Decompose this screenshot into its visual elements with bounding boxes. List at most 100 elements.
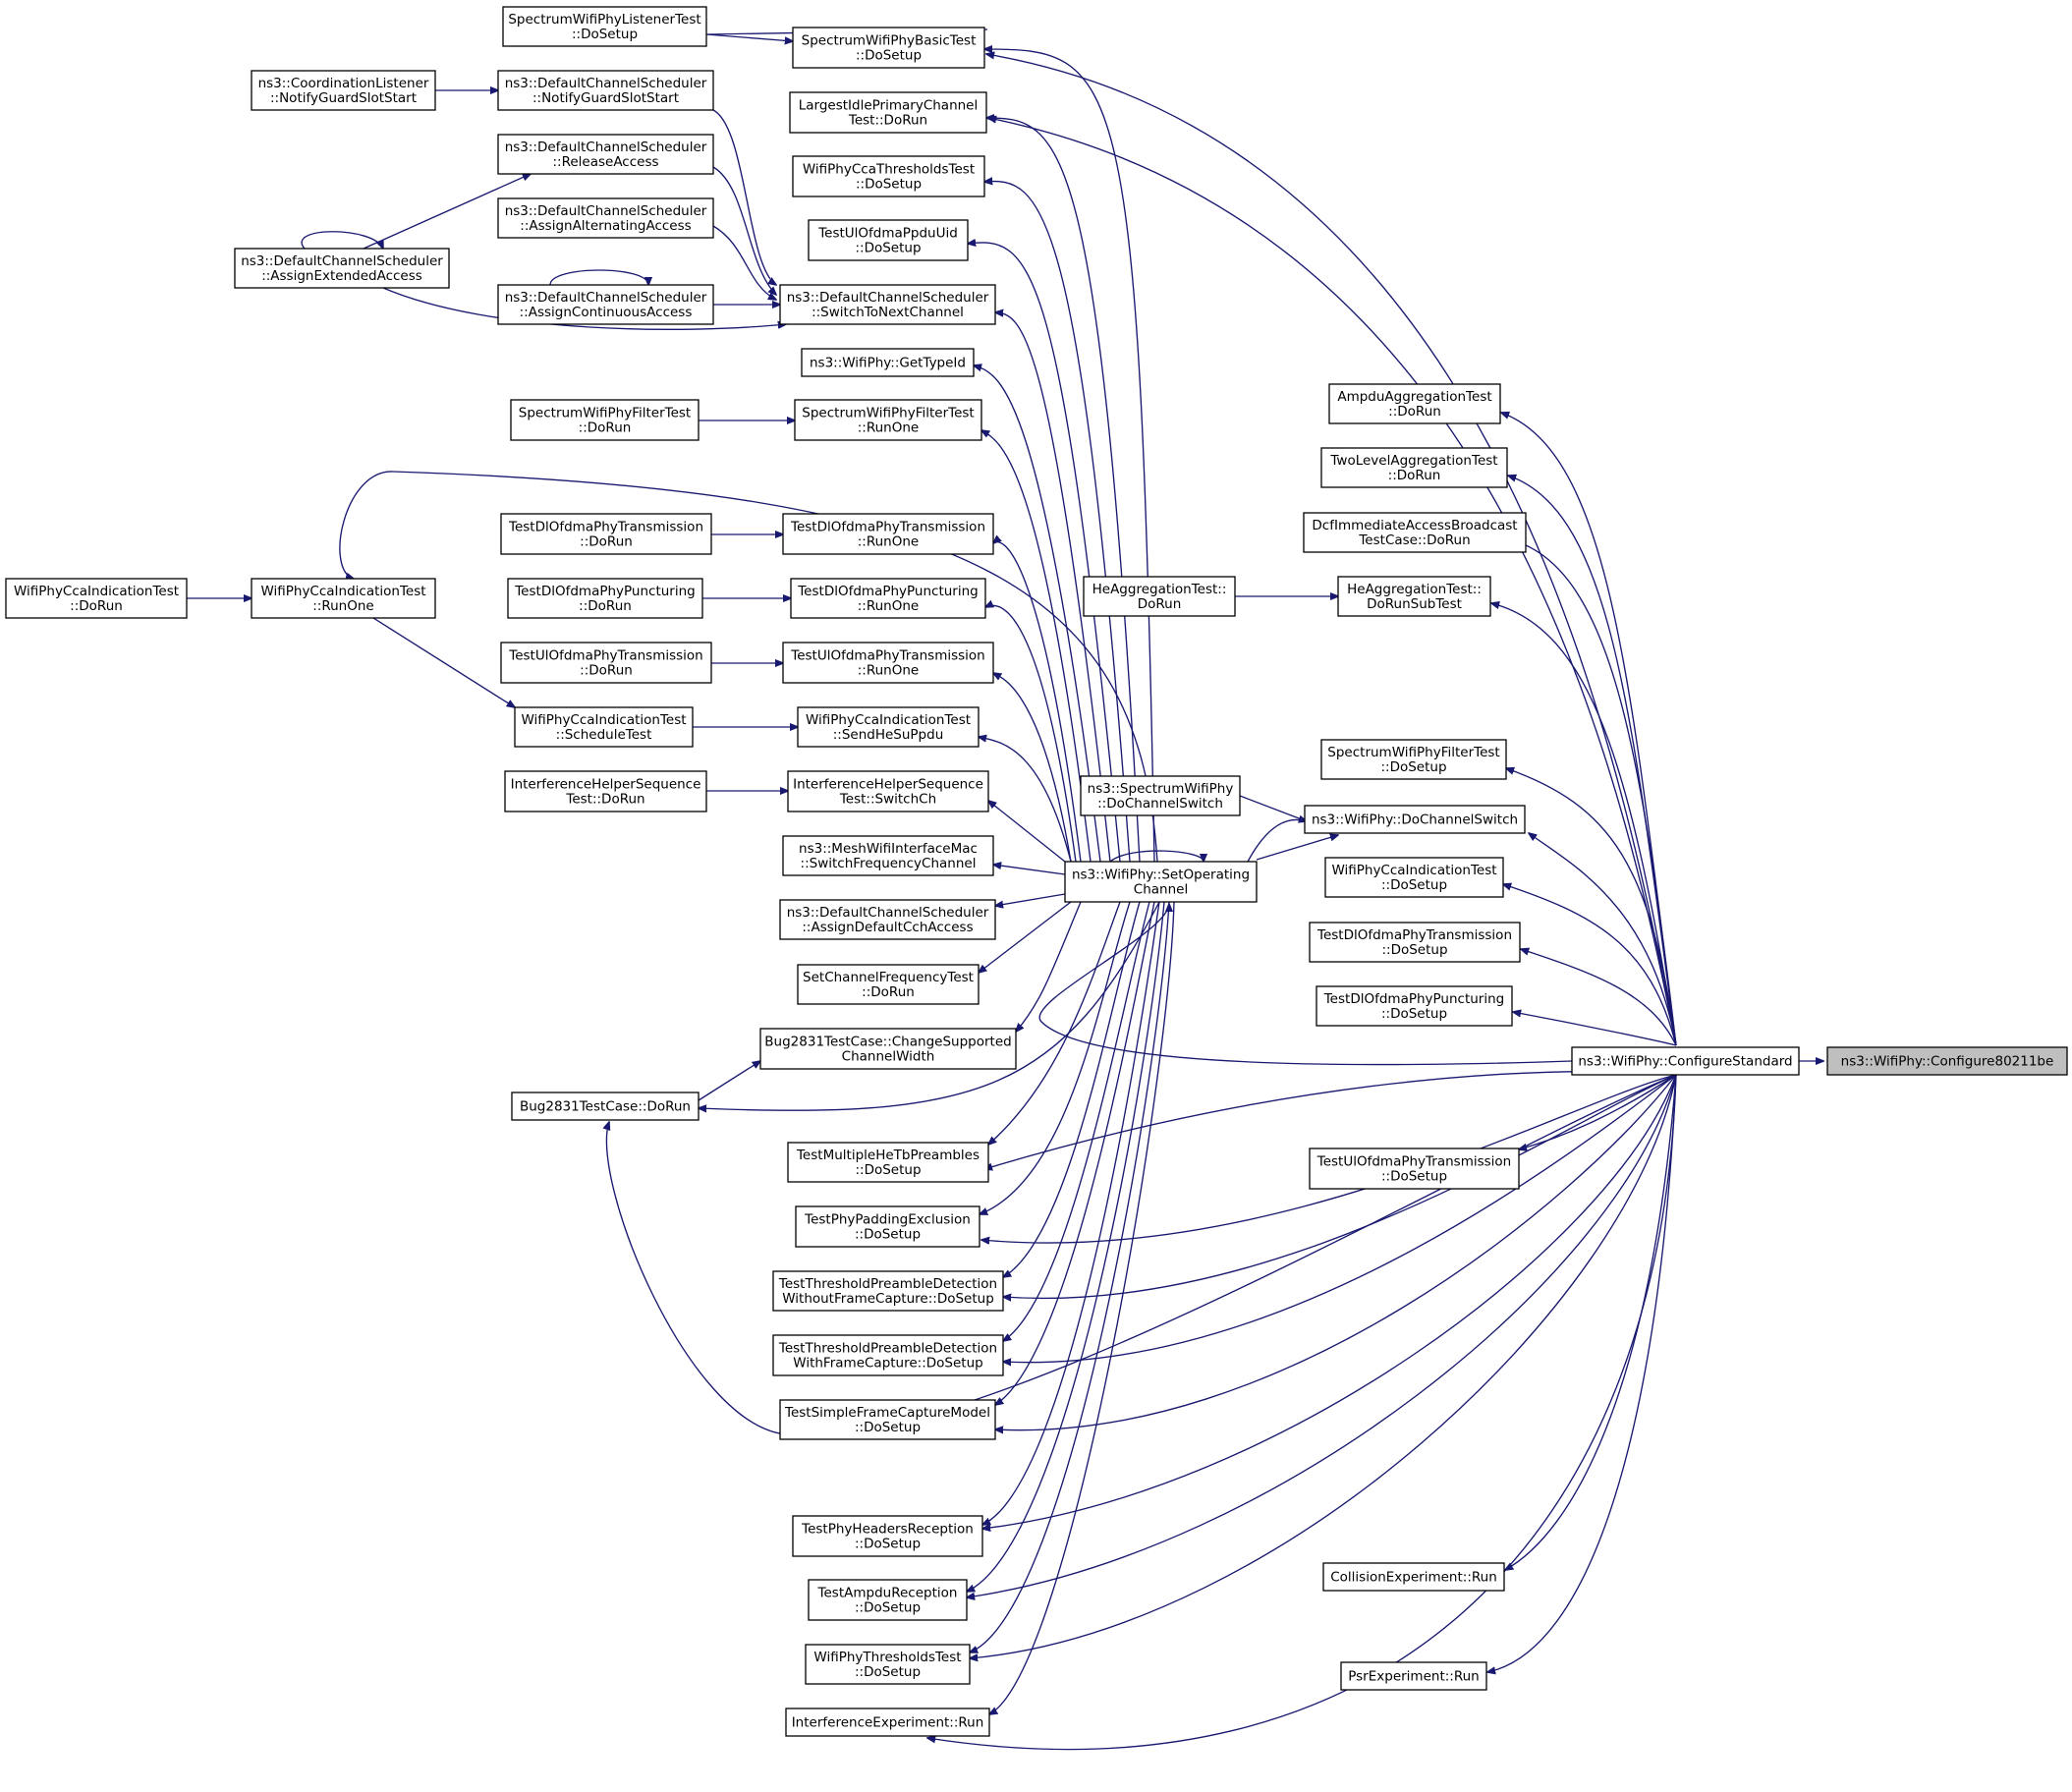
node-box (1083, 576, 1236, 617)
root-function-node[interactable]: ns3::WifiPhy::Configure80211be (1826, 1046, 2068, 1076)
function-node[interactable]: InterferenceExperiment::Run (785, 1708, 990, 1737)
function-node[interactable]: TestPhyPaddingExclusion::DoSetup (795, 1205, 980, 1248)
function-node[interactable]: HeAggregationTest::DoRunSubTest (1337, 576, 1491, 617)
function-node[interactable]: DcfImmediateAccessBroadcastTestCase::DoR… (1303, 512, 1527, 553)
node-box (782, 642, 994, 684)
function-node[interactable]: ns3::WifiPhy::ConfigureStandard (1571, 1046, 1800, 1076)
function-node[interactable]: WifiPhyThresholdsTest::DoSetup (805, 1644, 971, 1685)
call-edge (1503, 884, 1677, 1046)
function-node[interactable]: ns3::SpectrumWifiPhy::DoChannelSwitch (1080, 775, 1241, 816)
call-edge (1003, 901, 1150, 1341)
call-edge (699, 901, 1160, 1110)
call-edge (382, 287, 786, 330)
function-node[interactable]: ns3::DefaultChannelScheduler::NotifyGuar… (497, 70, 714, 111)
function-node[interactable]: Bug2831TestCase::DoRun (511, 1092, 700, 1121)
node-label: InterferenceHelperSequence (511, 777, 701, 793)
edge-line (1003, 1074, 1677, 1363)
function-node[interactable]: ns3::DefaultChannelScheduler::ReleaseAcc… (497, 134, 714, 175)
function-node[interactable]: HeAggregationTest::DoRun (1083, 576, 1236, 617)
node-box (497, 134, 714, 175)
edge-line (1003, 901, 1150, 1341)
function-node[interactable]: SpectrumWifiPhyListenerTest::DoSetup (502, 6, 707, 47)
function-node[interactable]: AmpduAggregationTest::DoRun (1328, 383, 1501, 424)
node-label: DoRunSubTest (1367, 596, 1462, 612)
edge-line (382, 287, 786, 330)
function-node[interactable]: TestDlOfdmaPhyTransmission::DoSetup (1309, 922, 1521, 963)
function-node[interactable]: WifiPhyCcaIndicationTest::SendHeSuPpdu (797, 706, 980, 748)
function-node[interactable]: TestDlOfdmaPhyTransmission::DoRun (500, 513, 712, 555)
function-node[interactable]: SpectrumWifiPhyFilterTest::DoSetup (1320, 739, 1507, 780)
node-label: ::AssignContinuousAccess (520, 305, 693, 320)
function-node[interactable]: ns3::MeshWifiInterfaceMac::SwitchFrequen… (782, 835, 994, 876)
node-label: SpectrumWifiPhyFilterTest (519, 406, 691, 421)
call-edge (927, 1074, 1677, 1751)
function-node[interactable]: TestThresholdPreambleDetectionWithFrameC… (772, 1334, 1004, 1376)
function-node[interactable]: ns3::WifiPhy::GetTypeId (801, 348, 975, 377)
function-node[interactable]: TestPhyHeadersReception::DoSetup (792, 1515, 983, 1557)
function-node[interactable]: TestUlOfdmaPpduUid::DoSetup (808, 219, 969, 261)
node-label: SetChannelFrequencyTest (803, 970, 974, 985)
call-edge (1521, 949, 1677, 1046)
node-box (511, 1092, 700, 1121)
node-label: AmpduAggregationTest (1337, 389, 1491, 405)
function-node[interactable]: ns3::WifiPhy::DoChannelSwitch (1304, 805, 1526, 834)
function-node[interactable]: WifiPhyCcaIndicationTest::DoSetup (1324, 857, 1504, 898)
function-node[interactable]: WifiPhyCcaIndicationTest::ScheduleTest (514, 706, 694, 748)
function-node[interactable]: ns3::DefaultChannelScheduler::AssignDefa… (779, 899, 996, 940)
node-box (792, 1515, 983, 1557)
function-node[interactable]: TestUlOfdmaPhyTransmission::DoRun (500, 642, 712, 684)
node-box (1304, 805, 1526, 834)
function-node[interactable]: ns3::DefaultChannelScheduler::AssignExte… (234, 248, 450, 289)
function-node[interactable]: WifiPhyCcaThresholdsTest::DoSetup (792, 155, 985, 197)
function-node[interactable]: TwoLevelAggregationTest::DoRun (1320, 447, 1508, 488)
node-label: WifiPhyCcaIndicationTest (260, 584, 425, 599)
edge-line (363, 174, 531, 250)
node-label: ::DoChannelSwitch (1097, 796, 1223, 812)
call-edge (970, 901, 1170, 1652)
function-node[interactable]: WifiPhyCcaIndicationTest::RunOne (251, 578, 436, 619)
function-node[interactable]: TestDlOfdmaPhyPuncturing::RunOne (790, 578, 986, 619)
function-node[interactable]: CollisionExperiment::Run (1322, 1562, 1505, 1592)
edge-line (970, 901, 1170, 1652)
function-node[interactable]: SpectrumWifiPhyFilterTest::RunOne (794, 399, 982, 441)
node-label: ns3::DefaultChannelScheduler (787, 290, 989, 306)
node-label: ::AssignDefaultCchAccess (802, 920, 973, 935)
node-label: TestUlOfdmaPhyTransmission (1316, 1154, 1511, 1170)
node-label: ns3::WifiPhy::ConfigureStandard (1578, 1054, 1792, 1070)
function-node[interactable]: TestUlOfdmaPhyTransmission::RunOne (782, 642, 994, 684)
function-node[interactable]: TestAmpduReception::DoSetup (808, 1579, 968, 1621)
function-node[interactable]: SpectrumWifiPhyFilterTest::DoRun (510, 399, 700, 441)
call-edge (993, 865, 1066, 875)
edge-line (1487, 1074, 1677, 1672)
call-edge (982, 1074, 1677, 1529)
function-node[interactable]: SpectrumWifiPhyBasicTest::DoSetup (792, 27, 985, 69)
function-node[interactable]: ns3::DefaultChannelScheduler::AssignAlte… (497, 197, 714, 239)
function-node[interactable]: TestDlOfdmaPhyTransmission::RunOne (782, 513, 994, 555)
function-node[interactable]: TestSimpleFrameCaptureModel::DoSetup (779, 1399, 996, 1440)
function-node[interactable]: ns3::CoordinationListener::NotifyGuardSl… (251, 70, 436, 111)
function-node[interactable]: SetChannelFrequencyTest::DoRun (797, 964, 980, 1005)
function-node[interactable]: TestThresholdPreambleDetectionWithoutFra… (772, 1270, 1004, 1312)
function-node[interactable]: ns3::DefaultChannelScheduler::AssignCont… (497, 284, 714, 325)
function-node[interactable]: Bug2831TestCase::ChangeSupportedChannelW… (759, 1028, 1017, 1070)
node-box (794, 399, 982, 441)
function-node[interactable]: TestDlOfdmaPhyPuncturing::DoRun (507, 578, 703, 619)
function-node[interactable]: TestUlOfdmaPhyTransmission::DoSetup (1309, 1148, 1520, 1190)
node-label: TestDlOfdmaPhyPuncturing (1323, 991, 1505, 1007)
node-label: LargestIdlePrimaryChannel (799, 98, 979, 114)
edge-line (967, 1074, 1677, 1597)
function-node[interactable]: PsrExperiment::Run (1340, 1661, 1487, 1691)
function-node[interactable]: TestMultipleHeTbPreambles::DoSetup (787, 1142, 989, 1183)
node-label: ::DoSetup (855, 1227, 921, 1243)
function-node[interactable]: TestDlOfdmaPhyPuncturing::DoSetup (1316, 985, 1513, 1027)
node-box (787, 770, 989, 812)
function-node[interactable]: WifiPhyCcaIndicationTest::DoRun (5, 578, 188, 619)
function-node[interactable]: ns3::DefaultChannelScheduler::SwitchToNe… (779, 284, 996, 325)
node-box (772, 1270, 1004, 1312)
edge-line (1513, 540, 1677, 1046)
node-label: ::DoSetup (1381, 877, 1447, 893)
